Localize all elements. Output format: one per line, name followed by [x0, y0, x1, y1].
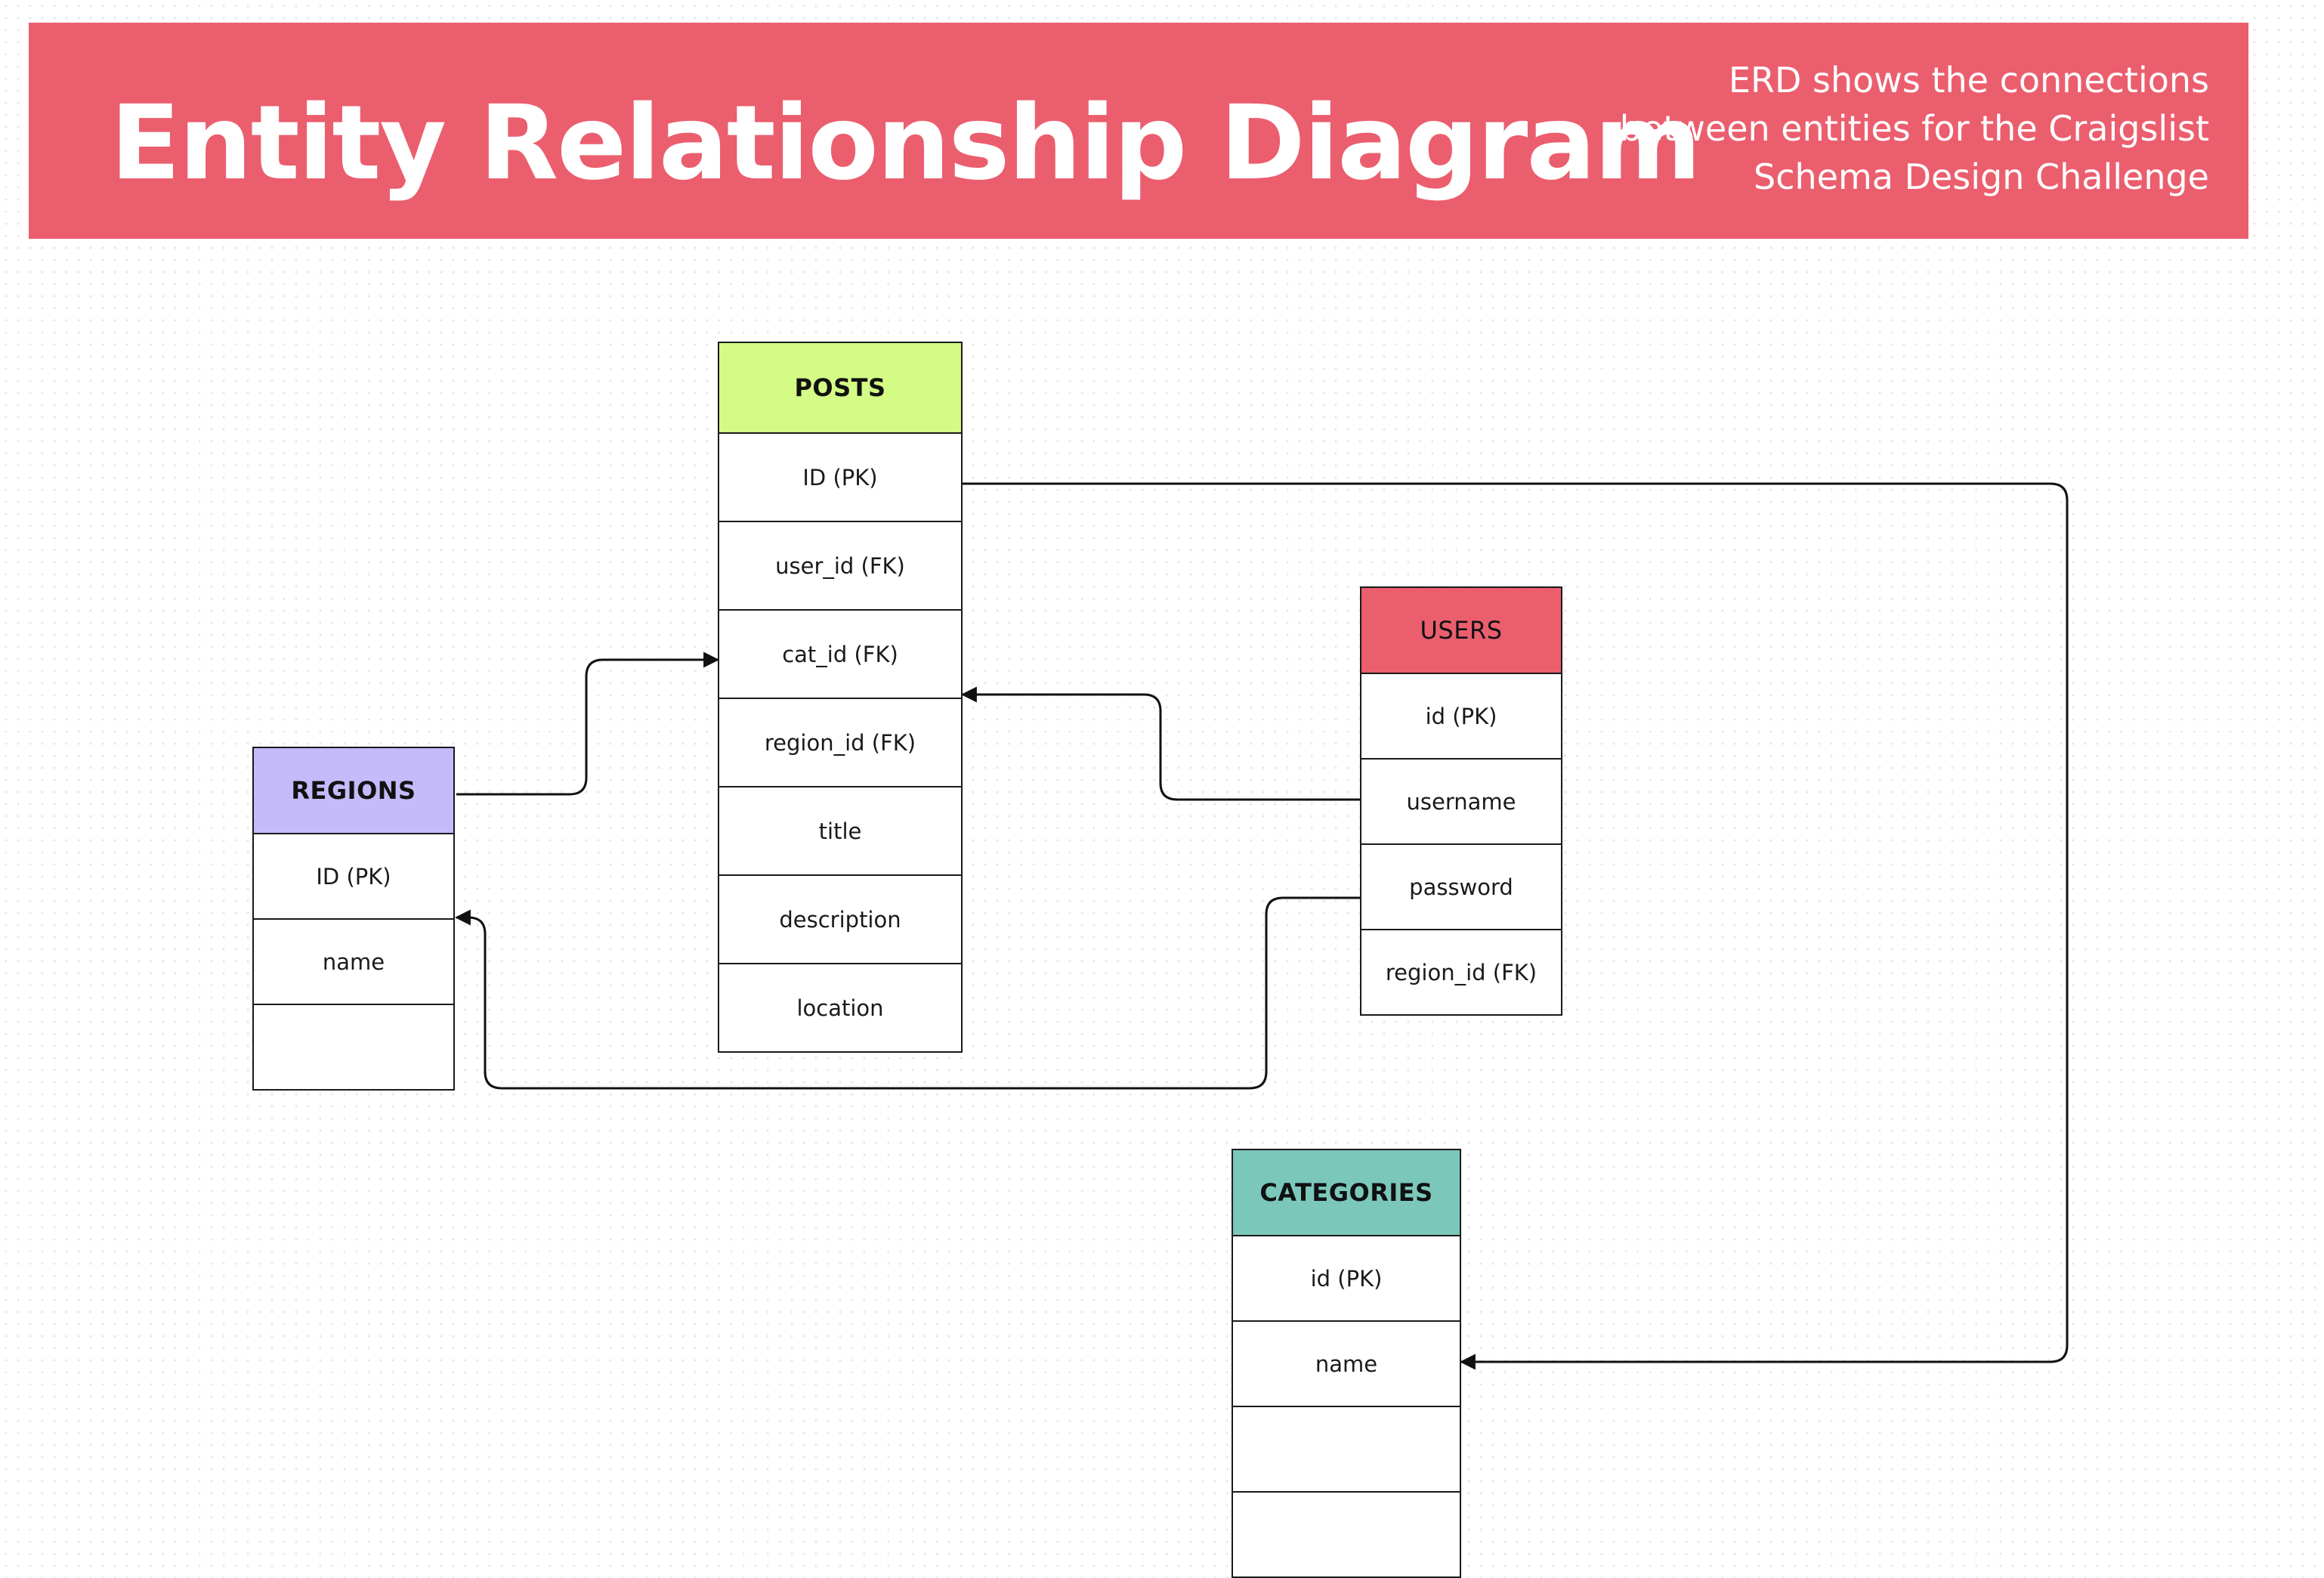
posts-field-user-id: user_id (FK)	[719, 521, 961, 609]
connector-users-to-posts	[960, 686, 1360, 801]
subtitle-line-1: ERD shows the connections	[1728, 60, 2209, 101]
regions-field-id: ID (PK)	[254, 833, 453, 918]
posts-field-cat-id: cat_id (FK)	[719, 609, 961, 698]
posts-field-id: ID (PK)	[719, 432, 961, 521]
users-field-id: id (PK)	[1361, 673, 1561, 758]
posts-field-region-id: region_id (FK)	[719, 698, 961, 786]
connector-users-to-regions	[454, 896, 1360, 1090]
categories-field-name: name	[1233, 1320, 1460, 1406]
title-banner: Entity Relationship Diagram ERD shows th…	[29, 23, 2248, 239]
users-entity: USERS id (PK) username password region_i…	[1360, 586, 1562, 1016]
posts-field-location: location	[719, 963, 961, 1051]
users-header: USERS	[1361, 588, 1561, 673]
page-title: Entity Relationship Diagram	[110, 84, 1701, 203]
users-field-password: password	[1361, 843, 1561, 929]
connector-posts-to-categories	[963, 482, 2069, 1370]
users-field-username: username	[1361, 758, 1561, 843]
regions-field-empty	[254, 1004, 453, 1089]
categories-field-empty	[1233, 1491, 1460, 1576]
relationship-connectors	[454, 482, 2069, 1370]
regions-entity: REGIONS ID (PK) name	[252, 747, 455, 1091]
regions-field-name: name	[254, 918, 453, 1004]
subtitle-line-3: Schema Design Challenge	[1754, 156, 2209, 197]
categories-header: CATEGORIES	[1233, 1150, 1460, 1235]
subtitle-line-2: between entities for the Craigslist	[1619, 108, 2209, 149]
regions-header: REGIONS	[254, 748, 453, 833]
posts-entity: POSTS ID (PK) user_id (FK) cat_id (FK) r…	[718, 342, 963, 1053]
connector-regions-to-posts	[456, 651, 720, 796]
banner-subtitle: ERD shows the connections between entiti…	[1529, 56, 2209, 201]
users-field-region-id: region_id (FK)	[1361, 929, 1561, 1014]
categories-field-id: id (PK)	[1233, 1235, 1460, 1320]
categories-field-empty	[1233, 1406, 1460, 1491]
categories-entity: CATEGORIES id (PK) name	[1232, 1149, 1461, 1578]
posts-field-title: title	[719, 786, 961, 874]
posts-field-description: description	[719, 874, 961, 963]
posts-header: POSTS	[719, 343, 961, 432]
